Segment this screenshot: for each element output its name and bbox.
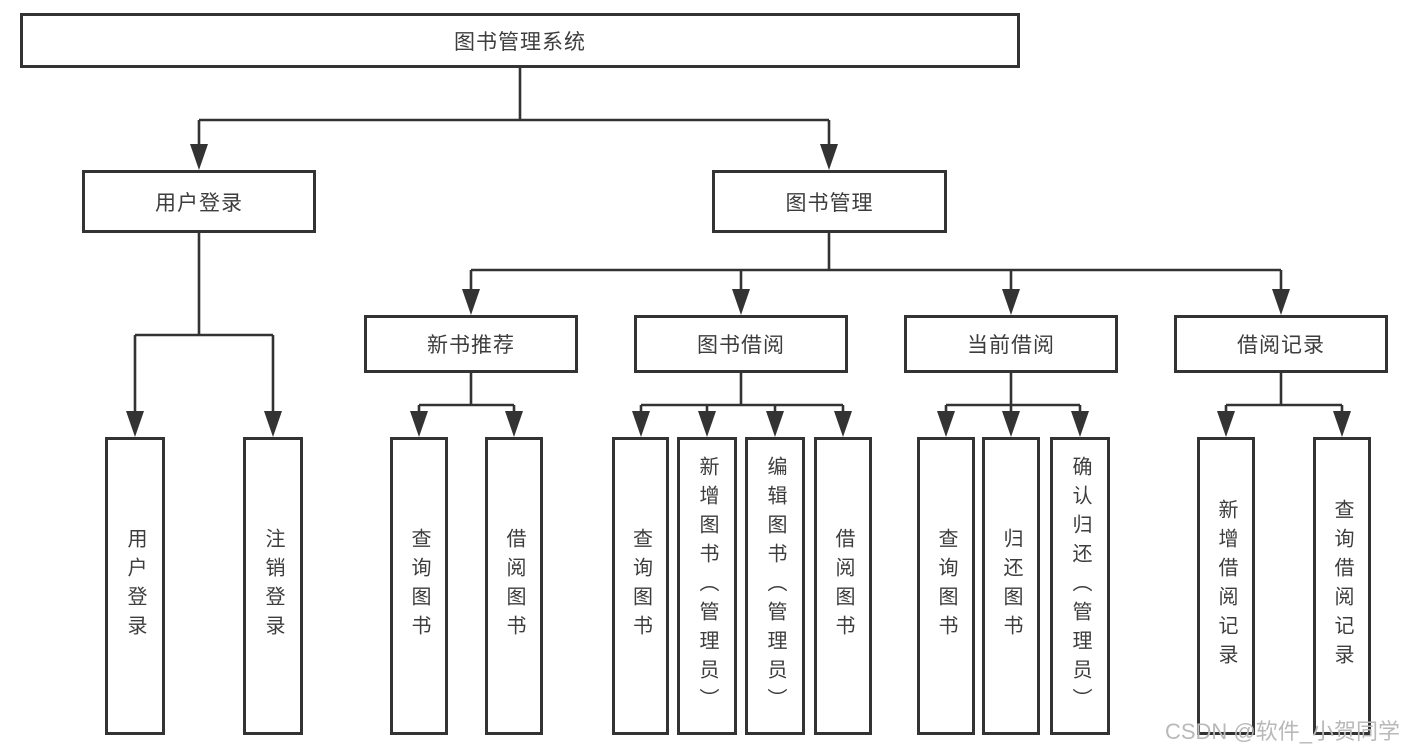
watermark: CSDN @软件_小贺同学 — [1164, 719, 1400, 744]
leaf-confirm-return-admin-label: 确认归还（管理员） — [1069, 455, 1091, 717]
leaf-user-login-label: 用户登录 — [124, 528, 146, 644]
leaf-borrow-books-1-label: 借阅图书 — [503, 528, 525, 644]
leaf-query-borrow-record: 查询借阅记录 — [1313, 437, 1371, 735]
node-book-management: 图书管理 — [712, 170, 947, 233]
leaf-logout-label: 注销登录 — [262, 528, 284, 644]
node-book-borrow: 图书借阅 — [634, 315, 848, 373]
node-borrow-records-label: 借阅记录 — [1237, 334, 1325, 357]
node-root: 图书管理系统 — [20, 13, 1020, 68]
node-new-book-recommend: 新书推荐 — [364, 315, 578, 373]
leaf-return-book: 归还图书 — [982, 437, 1040, 735]
leaf-add-book-admin: 新增图书（管理员） — [677, 437, 737, 735]
leaf-query-books-3: 查询图书 — [917, 437, 975, 735]
node-book-borrow-label: 图书借阅 — [697, 334, 785, 357]
leaf-query-books-2-label: 查询图书 — [629, 528, 652, 644]
leaf-query-books-1-label: 查询图书 — [408, 528, 430, 644]
leaf-query-books-1: 查询图书 — [390, 437, 448, 735]
node-current-borrow-label: 当前借阅 — [967, 334, 1055, 357]
leaf-query-books-3-label: 查询图书 — [935, 528, 957, 644]
leaf-query-borrow-record-label: 查询借阅记录 — [1331, 499, 1353, 673]
leaf-add-book-admin-label: 新增图书（管理员） — [696, 455, 718, 717]
leaf-query-books-2: 查询图书 — [612, 437, 669, 735]
node-new-book-recommend-label: 新书推荐 — [427, 334, 515, 357]
leaf-borrow-books-2: 借阅图书 — [814, 437, 872, 735]
leaf-add-borrow-record-label: 新增借阅记录 — [1215, 499, 1237, 673]
node-current-borrow: 当前借阅 — [904, 315, 1118, 373]
leaf-add-borrow-record: 新增借阅记录 — [1197, 437, 1255, 735]
node-borrow-records: 借阅记录 — [1174, 315, 1388, 373]
node-user-login: 用户登录 — [82, 170, 316, 233]
node-book-management-label: 图书管理 — [785, 191, 874, 215]
leaf-confirm-return-admin: 确认归还（管理员） — [1050, 437, 1110, 735]
leaf-borrow-books-1: 借阅图书 — [485, 437, 543, 735]
leaf-return-book-label: 归还图书 — [1000, 528, 1022, 644]
leaf-borrow-books-2-label: 借阅图书 — [832, 528, 854, 644]
leaf-edit-book-admin: 编辑图书（管理员） — [745, 437, 805, 735]
node-user-login-label: 用户登录 — [155, 191, 243, 215]
leaf-user-login: 用户登录 — [105, 437, 165, 735]
node-root-label: 图书管理系统 — [454, 30, 586, 54]
leaf-logout: 注销登录 — [243, 437, 303, 735]
leaf-edit-book-admin-label: 编辑图书（管理员） — [764, 455, 786, 717]
